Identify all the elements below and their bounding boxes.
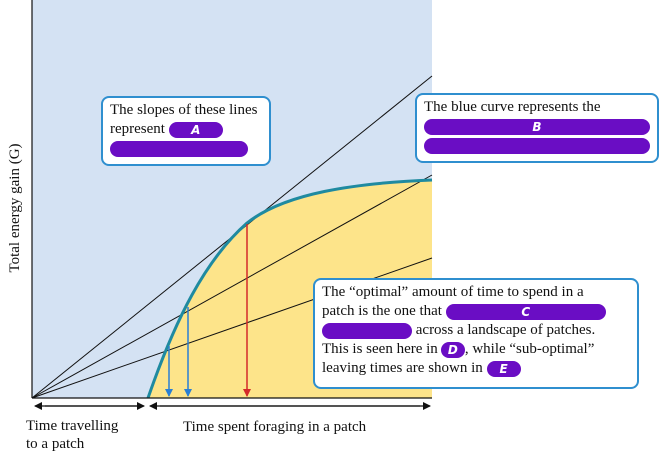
- y-axis-label: Total energy gain (G): [7, 143, 23, 272]
- foraging-time-label: Time spent foraging in a patch: [183, 419, 367, 435]
- callout-optimal-line4: This is seen here in: [322, 341, 438, 357]
- callout-curve-text: The blue curve represents the: [424, 99, 601, 115]
- callout-optimal-line1: The “optimal” amount of time to spend in…: [322, 284, 584, 300]
- blank-a-continuation[interactable]: [110, 140, 248, 157]
- callout-slopes: The slopes of these lines represent A: [101, 96, 271, 166]
- callout-optimal-line2: patch is the one that: [322, 303, 442, 319]
- blank-d[interactable]: D: [440, 341, 465, 358]
- blank-e[interactable]: E: [486, 360, 521, 377]
- callout-curve: The blue curve represents the B: [415, 93, 659, 163]
- callout-optimal-line5: leaving times are shown in: [322, 360, 483, 376]
- blank-b[interactable]: B: [424, 118, 650, 135]
- blank-c[interactable]: C: [445, 303, 606, 320]
- blank-c-continuation[interactable]: [322, 322, 412, 339]
- callout-optimal-line4-end: , while “sub-optimal”: [464, 341, 595, 357]
- callout-optimal: The “optimal” amount of time to spend in…: [313, 278, 639, 389]
- blank-a[interactable]: A: [168, 121, 223, 138]
- callout-optimal-line3: across a landscape of patches.: [415, 322, 596, 338]
- callout-slopes-text: The slopes of these lines represent: [110, 102, 258, 137]
- travel-time-label-line1: Time travelling: [26, 418, 119, 434]
- travel-time-label: Time travelling to a patch: [26, 417, 118, 453]
- rate-line-middle: [31, 174, 433, 399]
- gain-curve: [146, 178, 433, 399]
- blank-b-continuation[interactable]: [424, 137, 650, 154]
- travel-time-label-line2: to a patch: [26, 436, 85, 452]
